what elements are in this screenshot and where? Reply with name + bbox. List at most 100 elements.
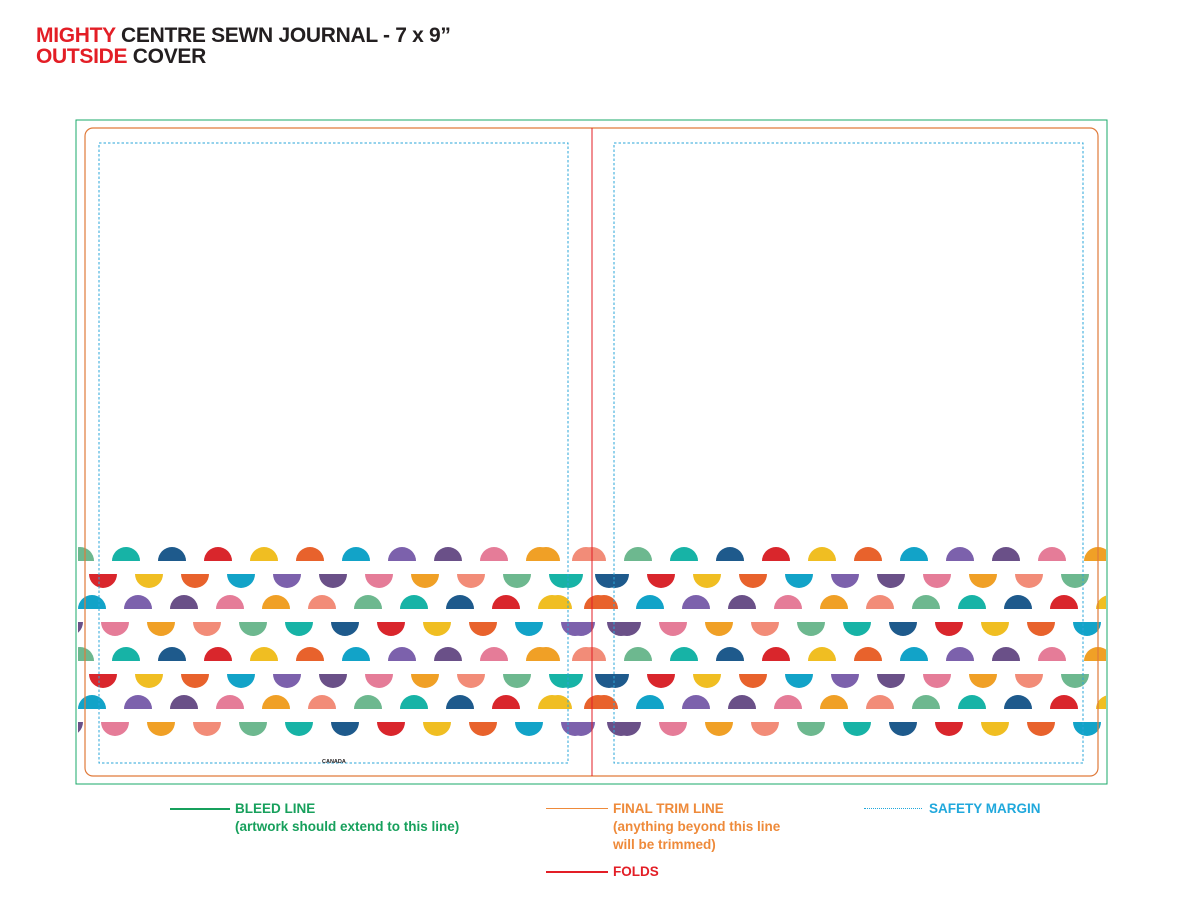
pattern-half-circle <box>147 622 175 636</box>
pattern-half-circle <box>1015 574 1043 588</box>
pattern-half-circle <box>1015 674 1043 688</box>
pattern-half-circle <box>434 547 462 561</box>
pattern-half-circle <box>480 647 508 661</box>
pattern-half-circle <box>515 622 543 636</box>
bleed-note: (artwork should extend to this line) <box>235 819 460 834</box>
folds-title: FOLDS <box>613 864 659 879</box>
pattern-half-circle <box>969 574 997 588</box>
pattern-half-circle <box>1038 647 1066 661</box>
pattern-half-circle <box>135 574 163 588</box>
pattern-half-circle <box>1084 647 1106 661</box>
pattern-half-circle <box>682 695 710 709</box>
pattern-half-circle <box>820 695 848 709</box>
header-line-1: MIGHTY CENTRE SEWN JOURNAL - 7 x 9” <box>36 25 451 46</box>
pattern-half-circle <box>843 722 871 736</box>
pattern-half-circle <box>354 595 382 609</box>
pattern-half-circle <box>273 674 301 688</box>
pattern-half-circle <box>1027 722 1055 736</box>
pattern-half-circle <box>377 722 405 736</box>
pattern-half-circle <box>308 595 336 609</box>
pattern-half-circle <box>250 647 278 661</box>
pattern-half-circle <box>716 547 744 561</box>
pattern-half-circle <box>866 695 894 709</box>
pattern-half-circle <box>423 622 451 636</box>
pattern-half-circle <box>935 722 963 736</box>
pattern-half-circle <box>239 722 267 736</box>
bleed-line <box>75 119 1108 785</box>
pattern-half-circle <box>762 547 790 561</box>
legend-folds: FOLDS <box>546 863 686 883</box>
pattern-half-circle <box>227 574 255 588</box>
pattern-half-circle <box>992 547 1020 561</box>
pattern-half-circle <box>567 722 595 736</box>
pattern-half-circle <box>446 595 474 609</box>
safety-title: SAFETY MARGIN <box>929 801 1041 816</box>
pattern-half-circle <box>544 695 572 709</box>
pattern-half-circle <box>273 574 301 588</box>
pattern-half-circle <box>492 695 520 709</box>
pattern-half-circle <box>774 595 802 609</box>
pattern-half-circle <box>647 674 675 688</box>
pattern-half-circle <box>89 574 117 588</box>
folds-swatch-line <box>546 871 608 873</box>
pattern-half-circle <box>308 695 336 709</box>
header-line-2: OUTSIDE COVER <box>36 46 451 67</box>
pattern-half-circle <box>239 622 267 636</box>
pattern-half-circle <box>1107 574 1135 588</box>
pattern-half-circle <box>705 722 733 736</box>
pattern-half-circle <box>78 722 83 733</box>
pattern-half-circle <box>89 674 117 688</box>
pattern-half-circle <box>889 622 917 636</box>
pattern-half-circle <box>682 595 710 609</box>
pattern-half-circle <box>262 595 290 609</box>
pattern-half-circle <box>480 547 508 561</box>
pattern-half-circle <box>647 574 675 588</box>
pattern-half-circle <box>958 595 986 609</box>
pattern-half-circle <box>900 547 928 561</box>
pattern-half-circle <box>728 695 756 709</box>
pattern-half-circle <box>567 622 595 636</box>
pattern-half-circle <box>889 722 917 736</box>
pattern-half-circle <box>170 595 198 609</box>
pattern-half-circle <box>774 695 802 709</box>
pattern-half-circle <box>342 647 370 661</box>
pattern-half-circle <box>124 595 152 609</box>
pattern-half-circle <box>400 595 428 609</box>
pattern-half-circle <box>446 695 474 709</box>
pattern-half-circle <box>250 547 278 561</box>
pattern-half-circle <box>705 622 733 636</box>
pattern-half-circle <box>331 722 359 736</box>
pattern-half-circle <box>216 695 244 709</box>
pattern-half-circle <box>262 695 290 709</box>
pattern-half-circle <box>1107 674 1135 688</box>
safety-margin-back <box>98 142 569 764</box>
pattern-half-circle <box>992 647 1020 661</box>
pattern-half-circle <box>1050 695 1078 709</box>
pattern-half-circle <box>555 674 583 688</box>
trim-title: FINAL TRIM LINE <box>613 801 724 816</box>
pattern-half-circle <box>912 695 940 709</box>
pattern-half-circle <box>601 574 629 588</box>
pattern-half-circle <box>354 695 382 709</box>
pattern-half-circle <box>797 722 825 736</box>
pattern-half-circle <box>923 574 951 588</box>
pattern-half-circle <box>1061 574 1089 588</box>
pattern-half-circle <box>216 595 244 609</box>
pattern-half-circle <box>78 595 106 609</box>
pattern-half-circle <box>762 647 790 661</box>
pattern-half-circle <box>831 674 859 688</box>
legend-bleed: BLEED LINE (artwork should extend to thi… <box>170 800 490 840</box>
pattern-half-circle <box>670 547 698 561</box>
brand-subtitle: OUTSIDE <box>36 45 128 68</box>
artwork-area <box>78 547 1135 736</box>
pattern-half-circle <box>866 595 894 609</box>
pattern-half-circle <box>112 647 140 661</box>
pattern-half-circle <box>877 674 905 688</box>
pattern-half-circle <box>613 622 641 636</box>
pattern-half-circle <box>624 647 652 661</box>
pattern-half-circle <box>636 595 664 609</box>
legend-trim: FINAL TRIM LINE (anything beyond this li… <box>546 800 806 858</box>
pattern-half-circle <box>492 595 520 609</box>
pattern-half-circle <box>693 574 721 588</box>
pattern-half-circle <box>624 547 652 561</box>
